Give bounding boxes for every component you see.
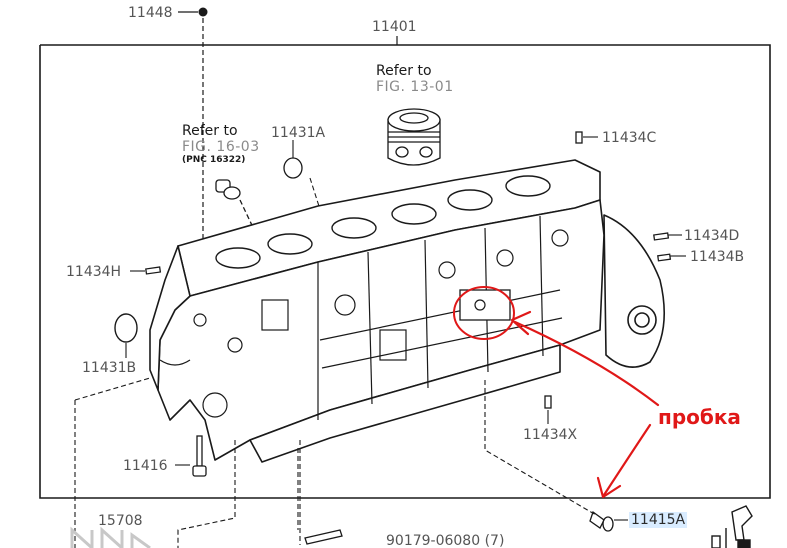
diagram-frame	[39, 44, 771, 499]
reference-piston-line2[interactable]: FIG. 13-01	[376, 79, 454, 95]
pin-11434h-drawing	[130, 266, 162, 275]
bolt-11416-drawing	[175, 435, 207, 477]
label-11431b: 11431B	[82, 360, 137, 376]
annotation-probka: пробка	[658, 405, 741, 429]
label-11416: 11416	[123, 458, 168, 474]
label-11415a[interactable]: 11415A	[629, 512, 688, 528]
plug-11415a-drawing	[589, 510, 628, 532]
plug-11448-drawing	[178, 7, 208, 250]
annotation-arrows	[510, 310, 660, 499]
label-11434x: 11434X	[523, 427, 578, 443]
label-11434h: 11434H	[66, 264, 122, 280]
piston-drawing	[387, 108, 441, 166]
cylinder-bores	[215, 175, 551, 269]
reference-plug-line3: (PNC 16322)	[182, 155, 246, 165]
bottom-right-hardware	[711, 505, 753, 548]
label-11401: 11401	[372, 19, 417, 35]
label-90179: 90179-06080 (7)	[386, 533, 505, 548]
reference-plug-line2[interactable]: FIG. 16-03	[182, 139, 260, 155]
gallery-plug	[453, 286, 515, 340]
engine-block	[149, 159, 665, 463]
pin-11434c-drawing	[575, 131, 598, 144]
label-11434b: 11434B	[690, 249, 745, 265]
reference-piston-line1: Refer to	[376, 63, 432, 79]
reference-plug-line1: Refer to	[182, 123, 238, 139]
label-15708: 15708	[98, 513, 143, 529]
dashed-leaders	[74, 377, 597, 548]
reference-plug: Refer to FIG. 16-03 (PNC 16322)	[182, 123, 260, 165]
reference-piston: Refer to FIG. 13-01	[376, 63, 454, 95]
watermark-fragment	[70, 526, 151, 548]
label-11448: 11448	[128, 5, 173, 21]
label-11434c: 11434C	[602, 130, 657, 146]
pins-11434d-b-drawing	[653, 232, 686, 262]
bolt-90179-drawing	[304, 529, 343, 545]
cap-11431b-drawing	[114, 313, 138, 358]
label-11431a: 11431A	[271, 125, 326, 141]
label-11434d: 11434D	[684, 228, 740, 244]
pin-11434x-drawing	[544, 395, 552, 424]
